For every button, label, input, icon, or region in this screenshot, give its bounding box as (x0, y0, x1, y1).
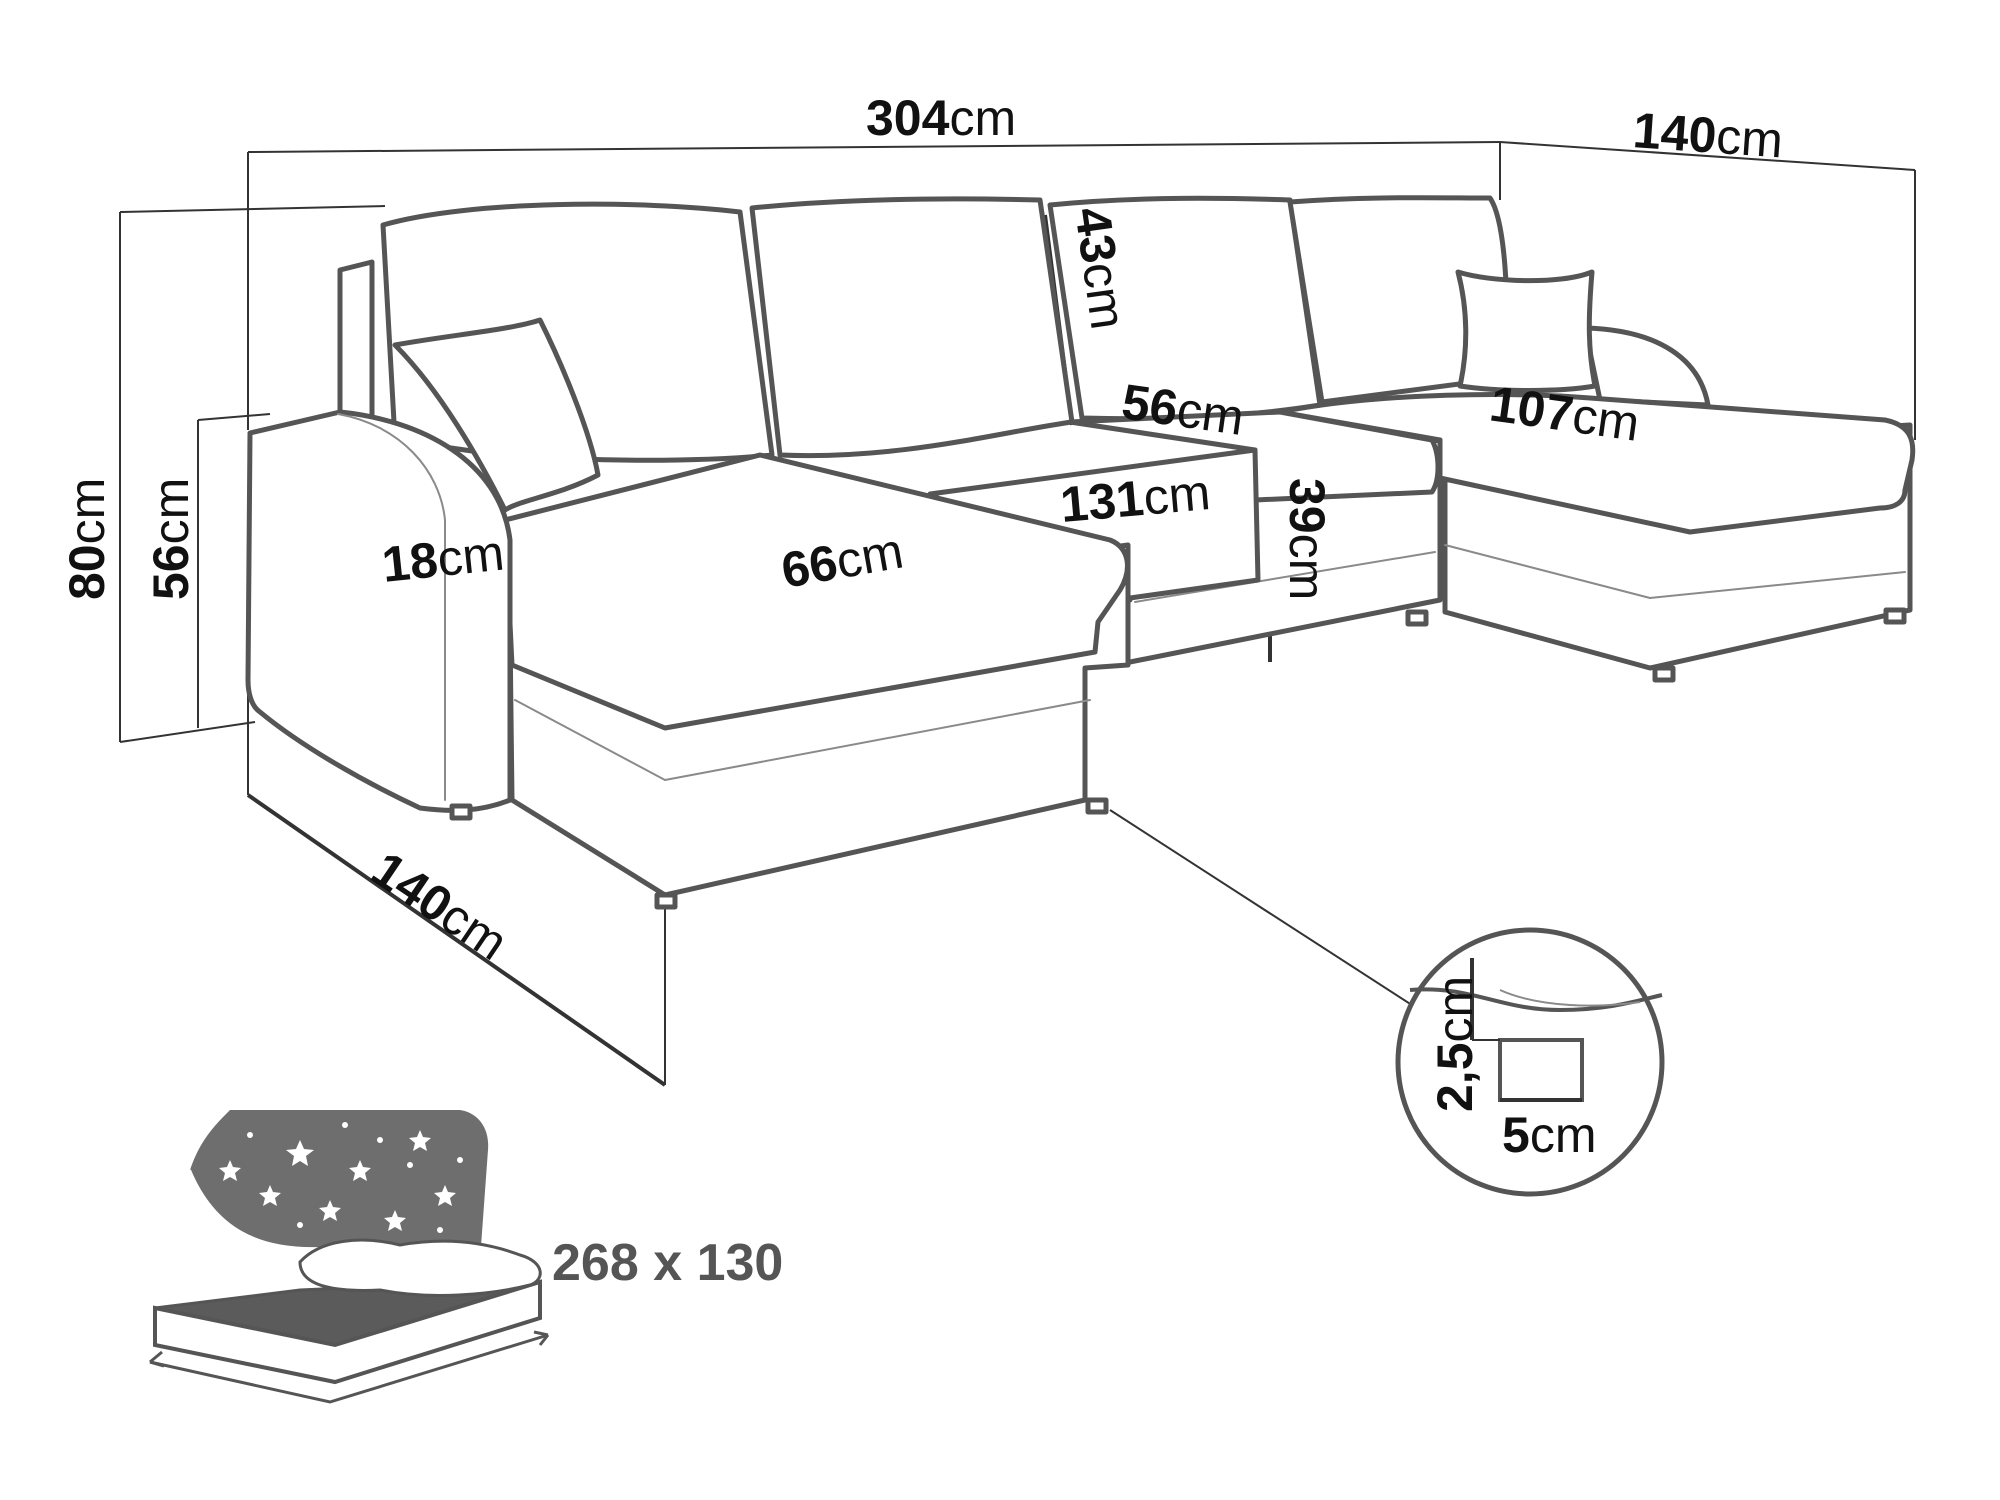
right-depth-label: 140cm (1631, 102, 1785, 168)
throw-pillow-right (1455, 269, 1598, 393)
throw-pillow-left (392, 317, 601, 513)
middle-seat-cushion (1067, 409, 1441, 503)
foot-3 (654, 892, 678, 910)
left-chaise-seat (502, 452, 1130, 731)
foot-2 (1085, 797, 1109, 815)
left-chaise-width-label: 66cm (777, 522, 907, 598)
foot-6 (1883, 607, 1907, 625)
feet-detail: 2,5cm 5cm (1395, 927, 1665, 1197)
foot-detail (1498, 1038, 1584, 1102)
foot-height-label: 2,5cm (1427, 976, 1483, 1112)
armrest-width-label: 18cm (379, 524, 506, 592)
sofa-drawing (245, 195, 1916, 910)
seat-height-label: 56cm (143, 478, 199, 600)
seat-front-height-label: 39cm (1279, 478, 1335, 600)
middle-depth-label: 56cm (1118, 373, 1247, 445)
pillows (298, 1238, 542, 1297)
foot-width-label: 5cm (1502, 1107, 1596, 1163)
left-armrest (245, 409, 513, 813)
middle-width-label: 131cm (1058, 464, 1212, 533)
bed-icon (149, 1110, 550, 1404)
foot-4 (1405, 609, 1429, 627)
stars (212, 1122, 463, 1233)
foot-1 (449, 803, 473, 821)
foot-5 (1652, 665, 1676, 683)
starry-night-icon (190, 1110, 489, 1280)
left-depth-label: 140cm (362, 841, 518, 971)
back-cushion-height-label: 43cm (1064, 204, 1136, 333)
back-cushion-2 (749, 196, 1075, 459)
total-width-label: 304cm (866, 90, 1016, 146)
sleeping-area-label: 268 x 130 (552, 1234, 783, 1292)
total-height-label: 80cm (59, 478, 115, 600)
right-chaise-width-label: 107cm (1486, 375, 1642, 451)
right-chaise-seat (1277, 392, 1916, 535)
